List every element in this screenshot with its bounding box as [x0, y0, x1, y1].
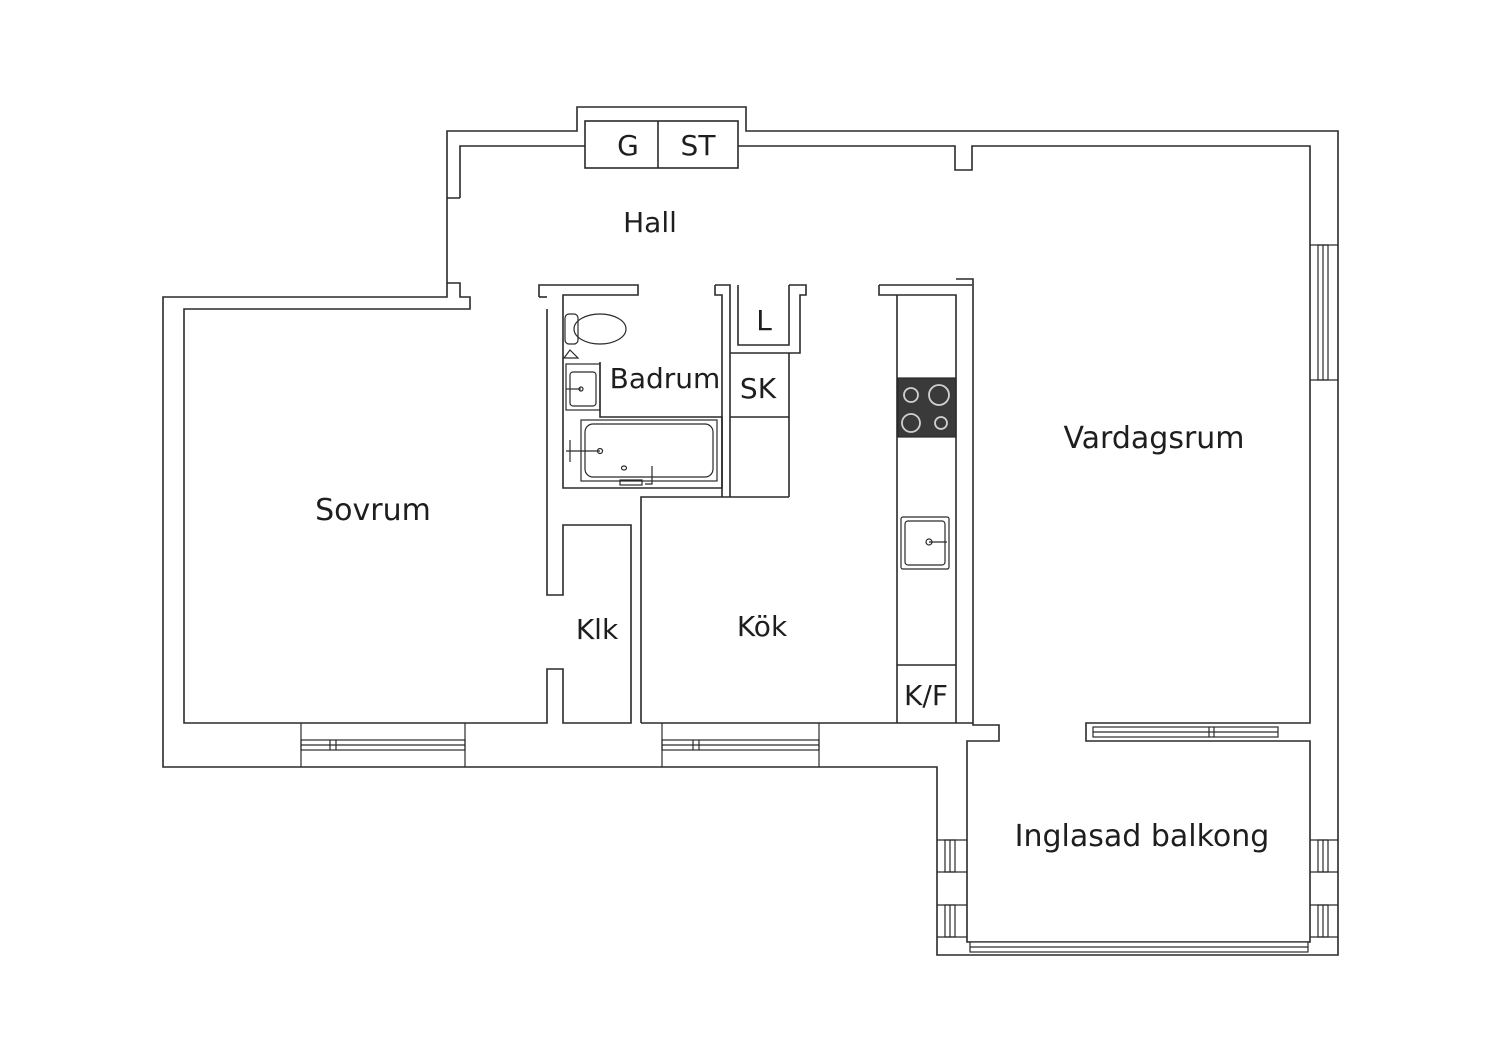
windows: [300, 244, 1338, 953]
label-g: G: [617, 129, 639, 162]
label-l: L: [756, 304, 772, 337]
shaft-box-frame: [584, 120, 739, 169]
label-st: ST: [681, 129, 717, 162]
toilet-icon: [564, 313, 627, 345]
room-label-vardagsrum: Vardagsrum: [1063, 421, 1244, 456]
room-label-sovrum: Sovrum: [315, 493, 431, 528]
label-sk: SK: [740, 372, 777, 405]
bathtub-icon: [566, 419, 718, 486]
label-kf: K/F: [904, 679, 948, 712]
room-label-hall: Hall: [623, 206, 677, 239]
room-label-klk: Klk: [576, 613, 619, 646]
stove-icon: [897, 377, 957, 438]
room-label-balkong: Inglasad balkong: [1015, 819, 1270, 854]
interior-walls: [538, 284, 973, 724]
bathroom-sink-icon: [562, 349, 601, 411]
room-label-kok: Kök: [737, 610, 788, 643]
room-label-badrum: Badrum: [610, 362, 721, 395]
outer-walls: [162, 106, 1339, 956]
shaft-boxes: [584, 120, 739, 169]
kitchen-sink-icon: [900, 516, 950, 570]
